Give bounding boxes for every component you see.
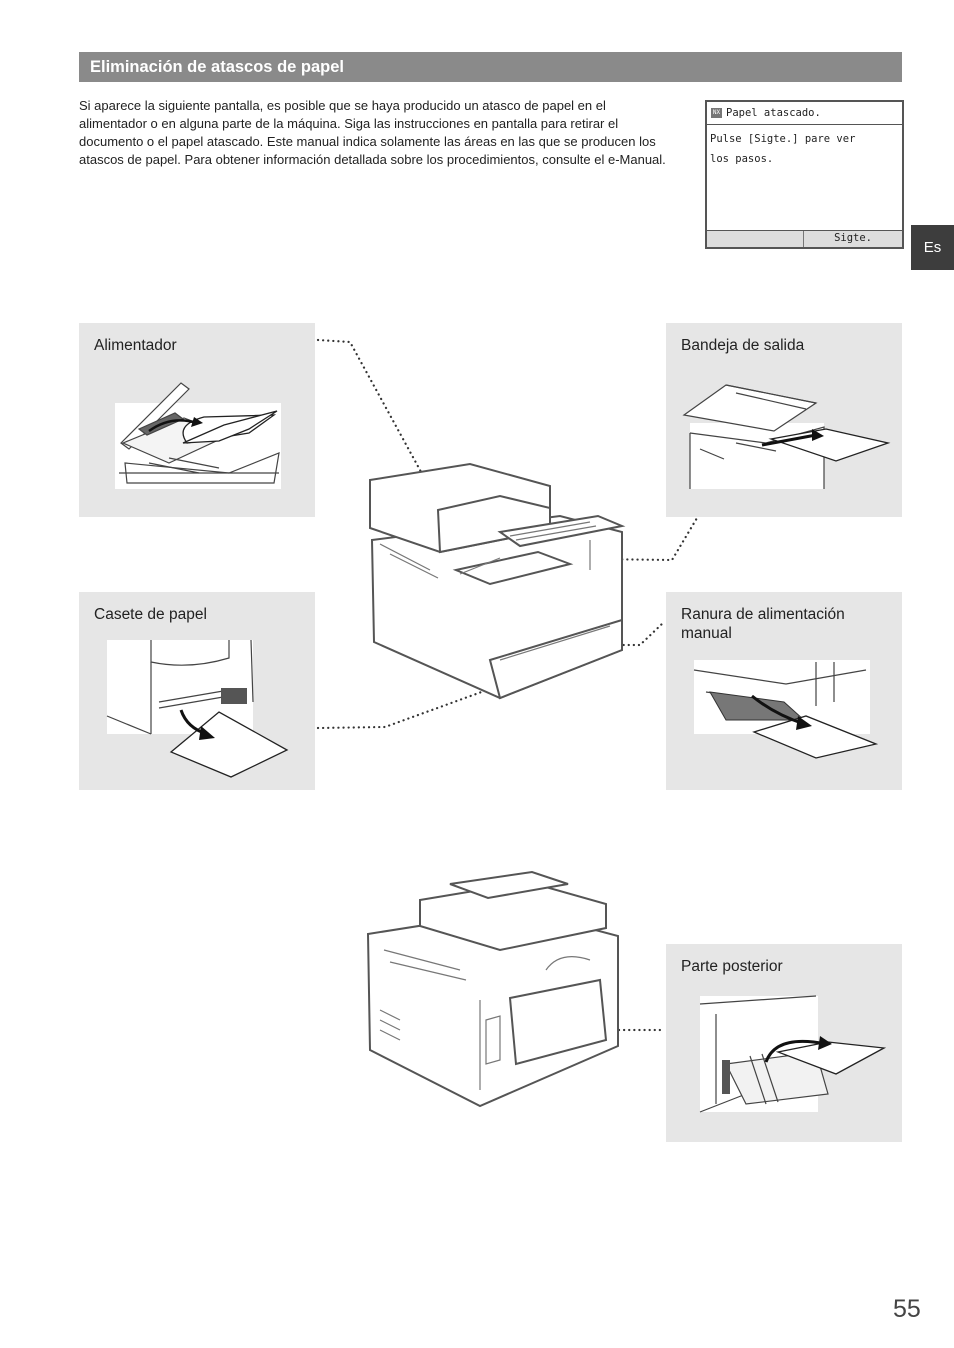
panel-feeder: Alimentador <box>79 323 315 517</box>
lcd-screen: NX Papel atascado. Pulse [Sigte.] pare v… <box>705 100 904 249</box>
lcd-softkey-bar: Sigte. <box>707 230 902 247</box>
panel-manual-slot: Ranura de alimentación manual <box>666 592 902 790</box>
panel-output-tray: Bandeja de salida <box>666 323 902 517</box>
lcd-title: Papel atascado. <box>726 107 821 119</box>
panel-output-tray-label: Bandeja de salida <box>681 337 805 354</box>
rear-illustration <box>699 995 887 1113</box>
jam-icon: NX <box>711 108 722 118</box>
panel-rear: Parte posterior <box>666 944 902 1142</box>
page-number: 55 <box>893 1295 921 1323</box>
lcd-title-bar: NX Papel atascado. <box>707 102 902 125</box>
printer-rear-illustration <box>366 870 619 1108</box>
cassette-illustration <box>106 639 289 778</box>
panel-cassette-label: Casete de papel <box>94 606 207 623</box>
panel-cassette: Casete de papel <box>79 592 315 790</box>
manual-slot-illustration <box>693 660 879 759</box>
section-header: Eliminación de atascos de papel <box>79 52 902 82</box>
panel-feeder-label: Alimentador <box>94 337 177 354</box>
next-softkey[interactable]: Sigte. <box>834 232 872 244</box>
output-tray-illustration <box>682 384 891 489</box>
printer-front-illustration <box>369 462 626 700</box>
language-tab: Es <box>911 225 954 270</box>
panel-manual-slot-label: Ranura de alimentación manual <box>681 606 845 642</box>
lcd-message: Pulse [Sigte.] pare ver los pasos. <box>710 133 856 165</box>
intro-paragraph: Si aparece la siguiente pantalla, es pos… <box>79 98 666 167</box>
panel-rear-label: Parte posterior <box>681 958 783 975</box>
feeder-illustration <box>115 382 281 489</box>
section-title: Eliminación de atascos de papel <box>90 58 345 76</box>
